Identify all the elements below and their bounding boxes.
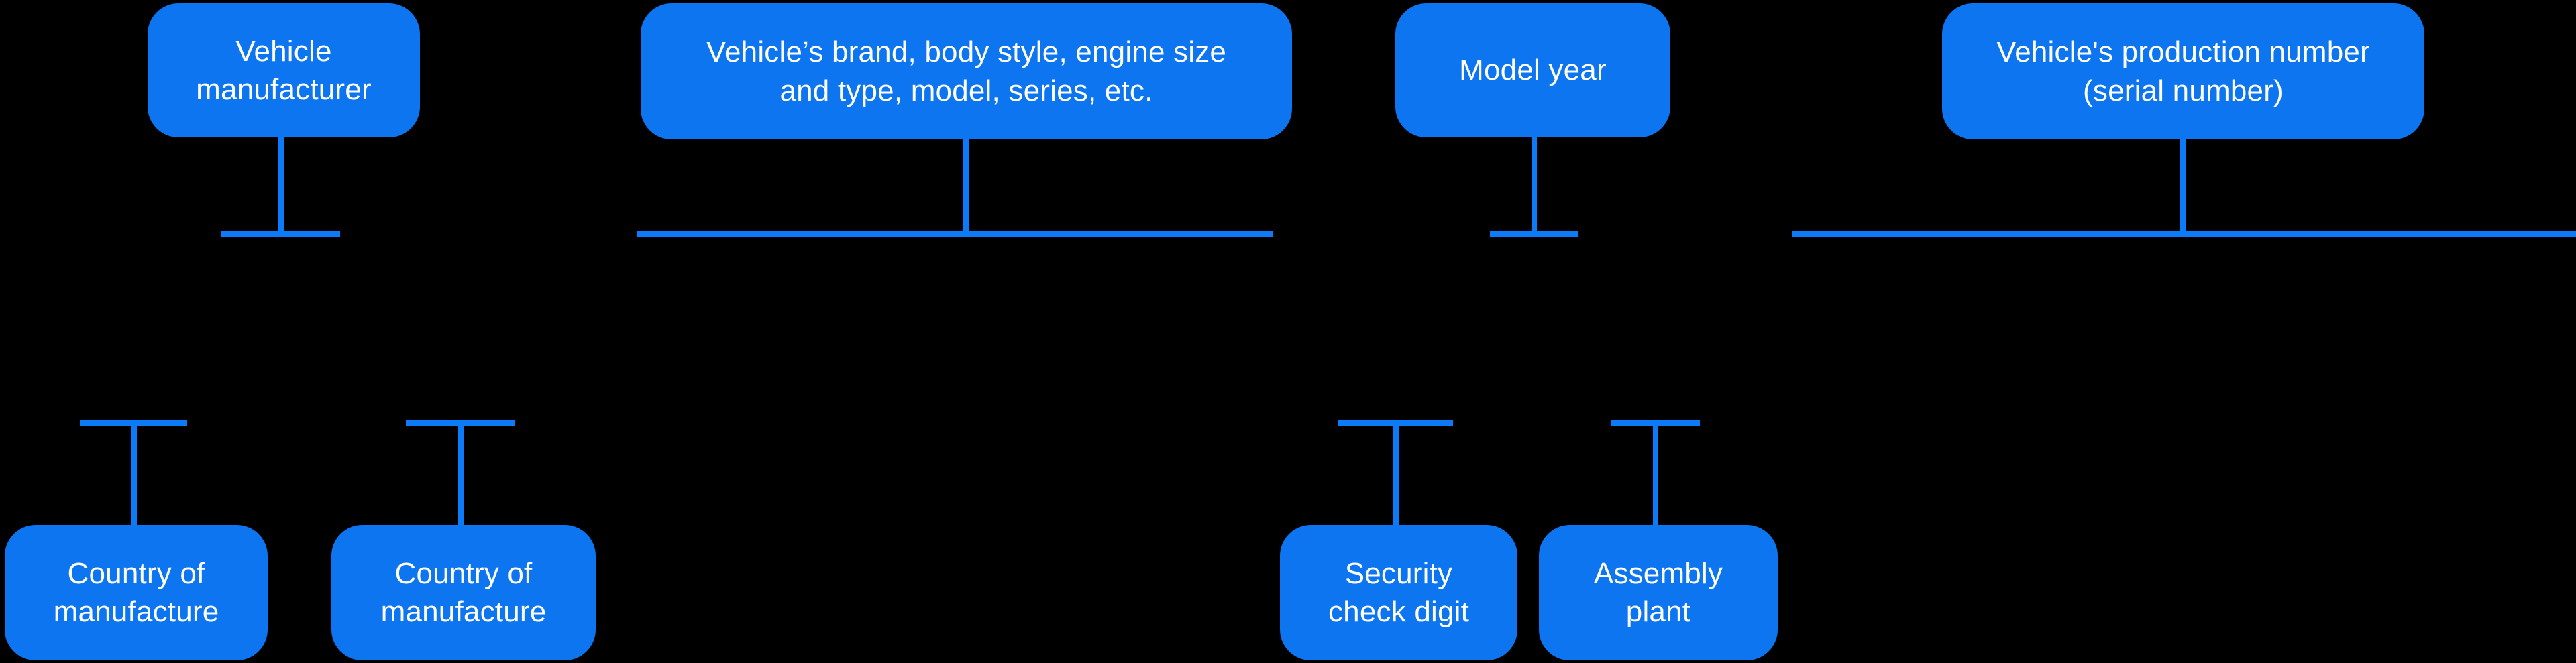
node-vehicle-manufacturer: Vehicle manufacturer xyxy=(148,3,420,137)
node-country-of-manufacture-1-label: Country of manufacture xyxy=(53,556,219,628)
connector-security-check-digit-cap xyxy=(1338,420,1453,426)
node-security-check-digit-label: Security check digit xyxy=(1328,556,1470,628)
node-brand-body-style-label: Vehicle’s brand, body style, engine size… xyxy=(706,36,1227,107)
connector-country-2-stem xyxy=(458,426,464,525)
connector-production-number-cap xyxy=(1792,231,2576,237)
connector-vehicle-manufacturer-cap xyxy=(221,231,340,237)
connector-model-year-cap xyxy=(1490,231,1578,237)
node-brand-body-style: Vehicle’s brand, body style, engine size… xyxy=(641,3,1292,139)
node-country-of-manufacture-2-label: Country of manufacture xyxy=(380,556,547,628)
node-assembly-plant-label: Assembly plant xyxy=(1593,556,1723,628)
connector-production-number-stem xyxy=(2180,139,2186,231)
connector-country-2-cap xyxy=(406,420,515,426)
connector-assembly-plant-stem xyxy=(1653,426,1658,525)
node-country-of-manufacture-2: Country of manufacture xyxy=(331,525,596,660)
node-country-of-manufacture-1: Country of manufacture xyxy=(5,525,268,660)
connector-vehicle-manufacturer-stem xyxy=(278,137,284,231)
node-model-year: Model year xyxy=(1395,3,1670,137)
node-assembly-plant: Assembly plant xyxy=(1539,525,1778,660)
connector-brand-body-style-stem xyxy=(963,139,969,231)
connector-assembly-plant-cap xyxy=(1611,420,1700,426)
connector-country-1-cap xyxy=(80,420,187,426)
connector-brand-body-style-cap xyxy=(637,231,1273,237)
node-vehicle-manufacturer-label: Vehicle manufacturer xyxy=(196,34,372,106)
connector-security-check-digit-stem xyxy=(1393,426,1399,525)
node-model-year-label: Model year xyxy=(1459,54,1607,87)
connector-country-1-stem xyxy=(131,426,137,525)
connector-model-year-stem xyxy=(1532,137,1537,231)
node-production-number-label: Vehicle's production number (serial numb… xyxy=(1996,36,2370,107)
node-security-check-digit: Security check digit xyxy=(1280,525,1517,660)
node-production-number: Vehicle's production number (serial numb… xyxy=(1942,3,2424,139)
